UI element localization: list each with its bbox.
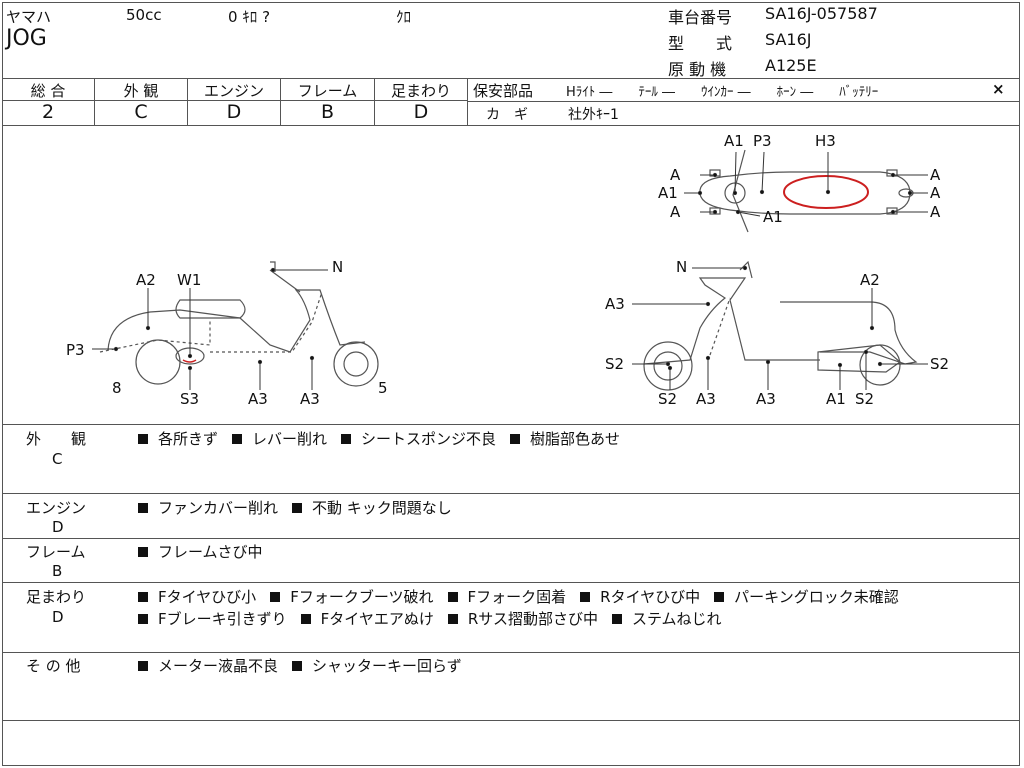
left-label-8: 8 bbox=[112, 379, 122, 397]
top-label-a1-left: A1 bbox=[658, 184, 678, 202]
top-label-a1-bottom: A1 bbox=[763, 208, 783, 226]
left-view-scooter bbox=[99, 261, 379, 387]
seat-damage-highlight bbox=[783, 175, 869, 209]
top-view-scooter bbox=[699, 149, 914, 233]
detail-other-items: メーター液晶不良シャッターキー回らず bbox=[136, 655, 474, 676]
grade-frame-label: フレーム bbox=[297, 82, 358, 100]
right-label-a3: A3 bbox=[605, 295, 625, 313]
right-view-scooter bbox=[643, 260, 918, 391]
top-label-p3: P3 bbox=[753, 132, 772, 150]
detail-exterior-grade: C bbox=[52, 450, 63, 468]
top-label-a-left-2: A bbox=[670, 203, 681, 221]
right-label-s2-bottom-2: S2 bbox=[855, 390, 874, 408]
right-label-s2-left: S2 bbox=[605, 355, 624, 373]
detail-engine-label: エンジン bbox=[26, 499, 87, 517]
left-label-5: 5 bbox=[378, 379, 388, 397]
right-label-a3-2: A3 bbox=[756, 390, 776, 408]
grade-total-value: 2 bbox=[41, 101, 55, 123]
grade-total-label: 総 合 bbox=[30, 82, 66, 100]
left-label-w1: W1 bbox=[177, 271, 201, 289]
model-name: JOG bbox=[6, 26, 47, 51]
mileage: 0 ｷﾛ ? bbox=[228, 8, 271, 26]
left-label-a3-2: A3 bbox=[300, 390, 320, 408]
left-label-a3-1: A3 bbox=[248, 390, 268, 408]
top-label-h3: H3 bbox=[815, 132, 836, 150]
left-label-p3: P3 bbox=[66, 341, 85, 359]
color: ｸﾛ bbox=[396, 8, 412, 26]
grade-suspension-value: D bbox=[413, 101, 429, 123]
top-label-a-right-1: A bbox=[930, 166, 941, 184]
detail-suspension-label: 足まわり bbox=[26, 588, 87, 606]
frame-no: SA16J-057587 bbox=[765, 4, 878, 23]
grade-engine-label: エンジン bbox=[203, 82, 264, 100]
grade-engine-value: D bbox=[226, 101, 242, 123]
detail-frame-items: フレームさび中 bbox=[136, 541, 275, 562]
right-label-s2-bottom: S2 bbox=[658, 390, 677, 408]
detail-frame-label: フレーム bbox=[26, 543, 86, 561]
detail-other-label: そ の 他 bbox=[26, 657, 81, 675]
displacement: 50cc bbox=[126, 6, 162, 24]
battery-mark: × bbox=[992, 80, 1005, 98]
left-label-a2: A2 bbox=[136, 271, 156, 289]
key-label: カ ギ bbox=[486, 107, 528, 123]
detail-suspension-grade: D bbox=[52, 608, 64, 626]
frame-no-label: 車台番号 bbox=[668, 8, 733, 27]
damage-diagram: A1 P3 H3 A A1 A A1 A A A A2 W1 N P3 8 S3… bbox=[66, 132, 949, 408]
engine-label: 原 動 機 bbox=[668, 60, 727, 79]
right-label-s2-right: S2 bbox=[930, 355, 949, 373]
top-label-a-right-2: A bbox=[930, 184, 941, 202]
left-label-s3: S3 bbox=[180, 390, 199, 408]
right-label-n: N bbox=[676, 258, 687, 276]
detail-engine-grade: D bbox=[52, 518, 64, 536]
type-value: SA16J bbox=[765, 30, 812, 49]
grade-frame-value: B bbox=[320, 101, 335, 123]
detail-exterior-label: 外 観 bbox=[26, 430, 87, 448]
detail-engine-items: ファンカバー削れ不動 キック問題なし bbox=[136, 497, 464, 518]
grade-exterior-value: C bbox=[134, 101, 148, 123]
grade-exterior-label: 外 観 bbox=[123, 82, 159, 100]
right-label-a1: A1 bbox=[826, 390, 846, 408]
top-label-a-right-3: A bbox=[930, 203, 941, 221]
detail-exterior-items: 各所きずレバー削れシートスポンジ不良樹脂部色あせ bbox=[136, 428, 632, 449]
grade-suspension-label: 足まわり bbox=[390, 82, 451, 100]
right-label-a3-1: A3 bbox=[696, 390, 716, 408]
safety-items: Hﾗｲﾄ ― ﾃｰﾙ ― ｳｲﾝｶｰ ― ﾎｰﾝ ― ﾊﾞｯﾃﾘｰ bbox=[566, 85, 879, 100]
safety-label: 保安部品 bbox=[473, 82, 534, 100]
key-value: 社外ｷｰ1 bbox=[568, 107, 619, 123]
maker: ヤマハ bbox=[6, 8, 52, 26]
right-label-a2: A2 bbox=[860, 271, 880, 289]
top-label-a-left-1: A bbox=[670, 166, 681, 184]
detail-frame-grade: B bbox=[52, 562, 63, 580]
left-label-n: N bbox=[332, 258, 343, 276]
engine-value: A125E bbox=[765, 56, 817, 75]
type-label: 型 式 bbox=[668, 34, 733, 53]
top-label-a1: A1 bbox=[724, 132, 744, 150]
